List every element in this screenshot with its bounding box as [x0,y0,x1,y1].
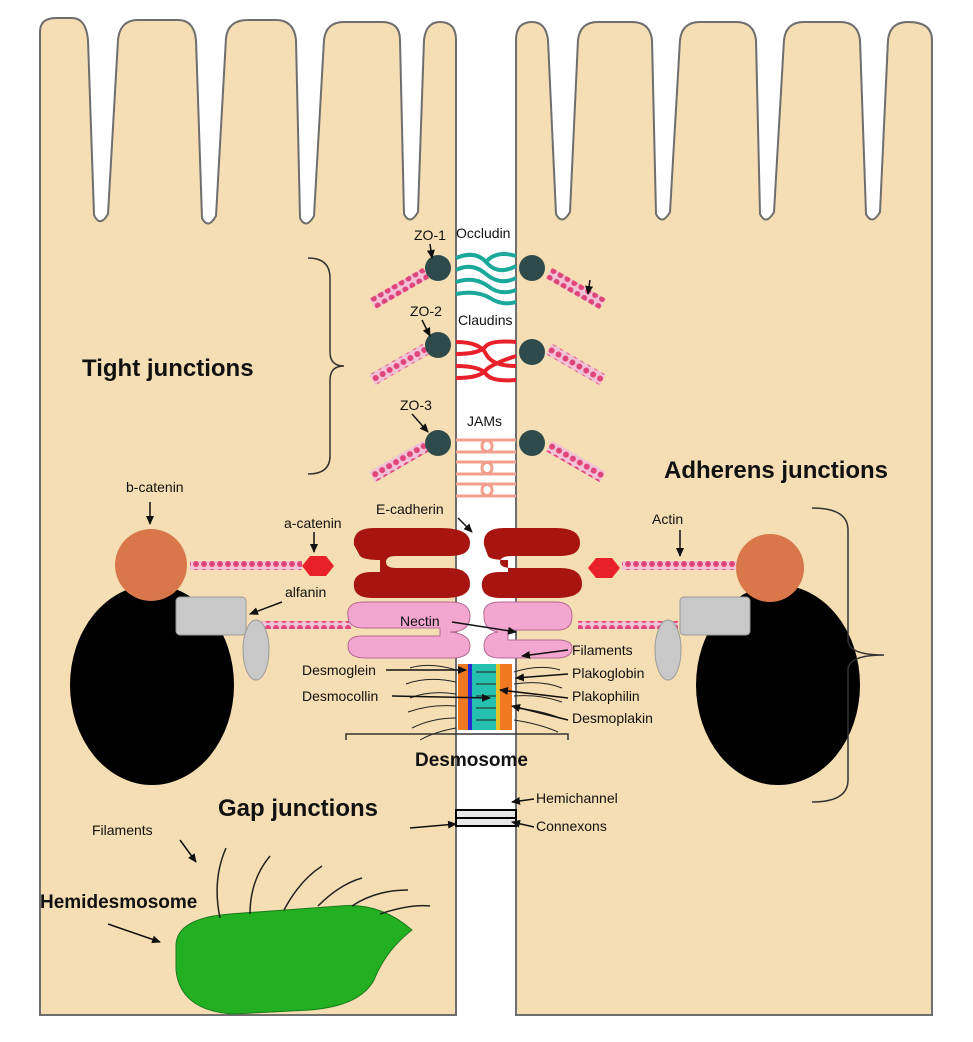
label-hemichannel: Hemichannel [536,790,618,806]
gap-junction-connexons [455,809,517,827]
adherens-junctions-bracket [811,507,885,803]
label-connexons: Connexons [536,818,607,834]
e-cadherin [353,528,582,598]
label-b-catenin: b-catenin [126,479,184,495]
label-filaments-right: Filaments [572,642,633,658]
hemidesmosome-plaque [175,905,413,1015]
hemidesmosome-filaments [216,847,431,919]
label-actin: Actin [652,511,683,527]
right-cell [515,20,933,1016]
label-plakoglobin: Plakoglobin [572,665,644,681]
tight-junction-actin-right [546,267,606,483]
b-catenin-left [115,529,187,601]
label-arrows [107,243,684,944]
tight-junctions-title: Tight junctions [82,355,254,382]
label-zo-3: ZO-3 [400,397,432,413]
occludin-strands [455,252,517,306]
tight-junctions-bracket [307,257,345,475]
a-catenin-right [588,558,620,578]
label-plakophilin: Plakophilin [572,688,640,704]
label-desmoglein: Desmoglein [302,662,376,678]
gap-junctions-title: Gap junctions [218,795,378,822]
label-zo-2: ZO-2 [410,303,442,319]
a-catenin-left [302,556,334,576]
label-filaments-left: Filaments [92,822,153,838]
label-alfanin: alfanin [285,584,326,600]
tight-junction-actin-left [369,267,429,483]
actin-filament-right-top [622,561,742,570]
actin-filament-right-bottom [578,621,678,629]
label-zo-1: ZO-1 [414,227,446,243]
nectin [347,601,573,659]
b-catenin-right [736,534,804,602]
label-desmoplakin: Desmoplakin [572,710,653,726]
label-occludin: Occludin [456,225,510,241]
label-a-catenin: a-catenin [284,515,342,531]
claudin-strands [455,339,517,383]
zo-proteins [425,255,545,456]
label-desmocollin: Desmocollin [302,688,378,704]
label-claudins: Claudins [458,312,512,328]
jam-strands [456,438,516,498]
adherens-junctions-title: Adherens junctions [664,457,888,484]
label-jams: JAMs [467,413,502,429]
alfanin-right [654,596,751,681]
actin-filament-left-bottom [262,621,352,629]
desmosome-title: Desmosome [415,750,528,771]
alfanin-left [175,596,270,681]
actin-filament-left-top [190,561,302,570]
hemidesmosome-title: Hemidesmosome [40,892,197,913]
label-nectin: Nectin [400,613,440,629]
label-e-cadherin: E-cadherin [376,501,444,517]
